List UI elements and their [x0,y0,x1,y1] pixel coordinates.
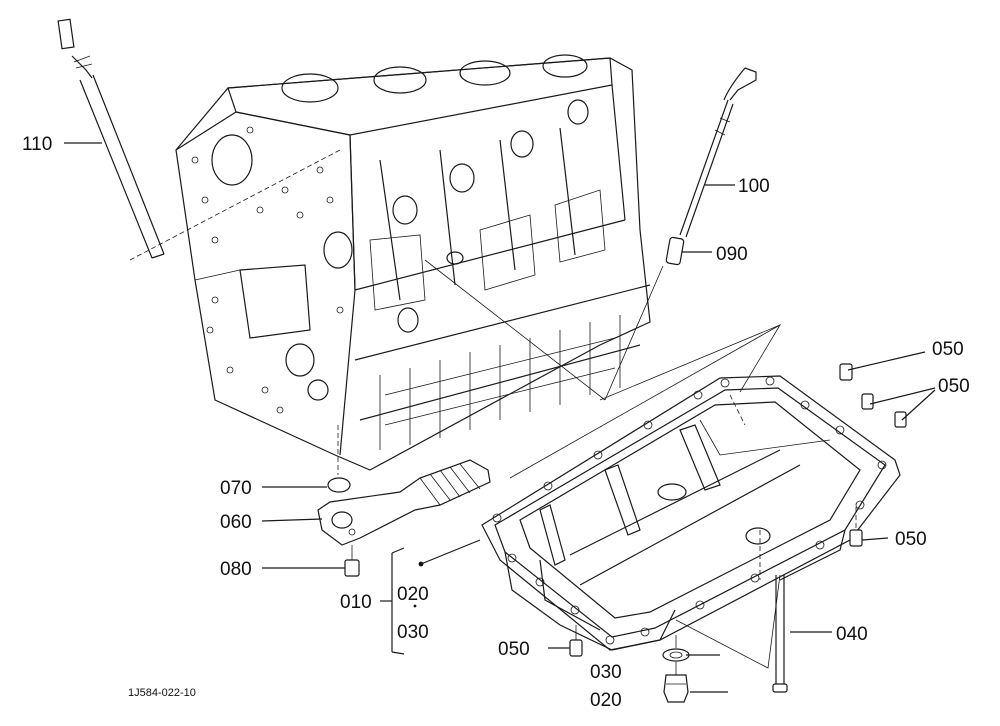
callout-070: 070 [220,478,252,499]
oil-pan [481,375,901,651]
dipstick-guide-pipe [57,18,165,259]
callout-080: 080 [220,559,252,580]
leader-lines [64,142,936,693]
pan-bolts [569,363,907,657]
cylinder-block [129,54,651,475]
long-bolt [772,575,788,693]
callout-010: 010 [340,592,372,613]
callout-060: 060 [220,512,252,533]
oil-dipstick [679,67,757,238]
oil-strainer [317,459,491,546]
strainer-bolt [344,545,360,577]
callout-050-right: 050 [938,376,970,397]
callout-090: 090 [716,244,748,265]
callout-110: 110 [22,134,52,155]
callout-020-bracket: 020 [397,584,429,605]
callout-020: 020 [590,690,622,711]
callout-030-bracket: 030 [397,622,429,643]
o-ring [327,477,351,493]
callout-050-bottom: 050 [498,639,530,660]
callout-050-top: 050 [932,339,964,360]
callout-050-side: 050 [895,529,927,550]
drain-plug-assembly [662,574,781,703]
dipstick-tube-seal [665,236,685,266]
callout-030: 030 [590,662,622,683]
callout-040: 040 [836,624,868,645]
callout-100: 100 [738,176,770,197]
figure-code: 1J584-022-10 [128,687,196,699]
